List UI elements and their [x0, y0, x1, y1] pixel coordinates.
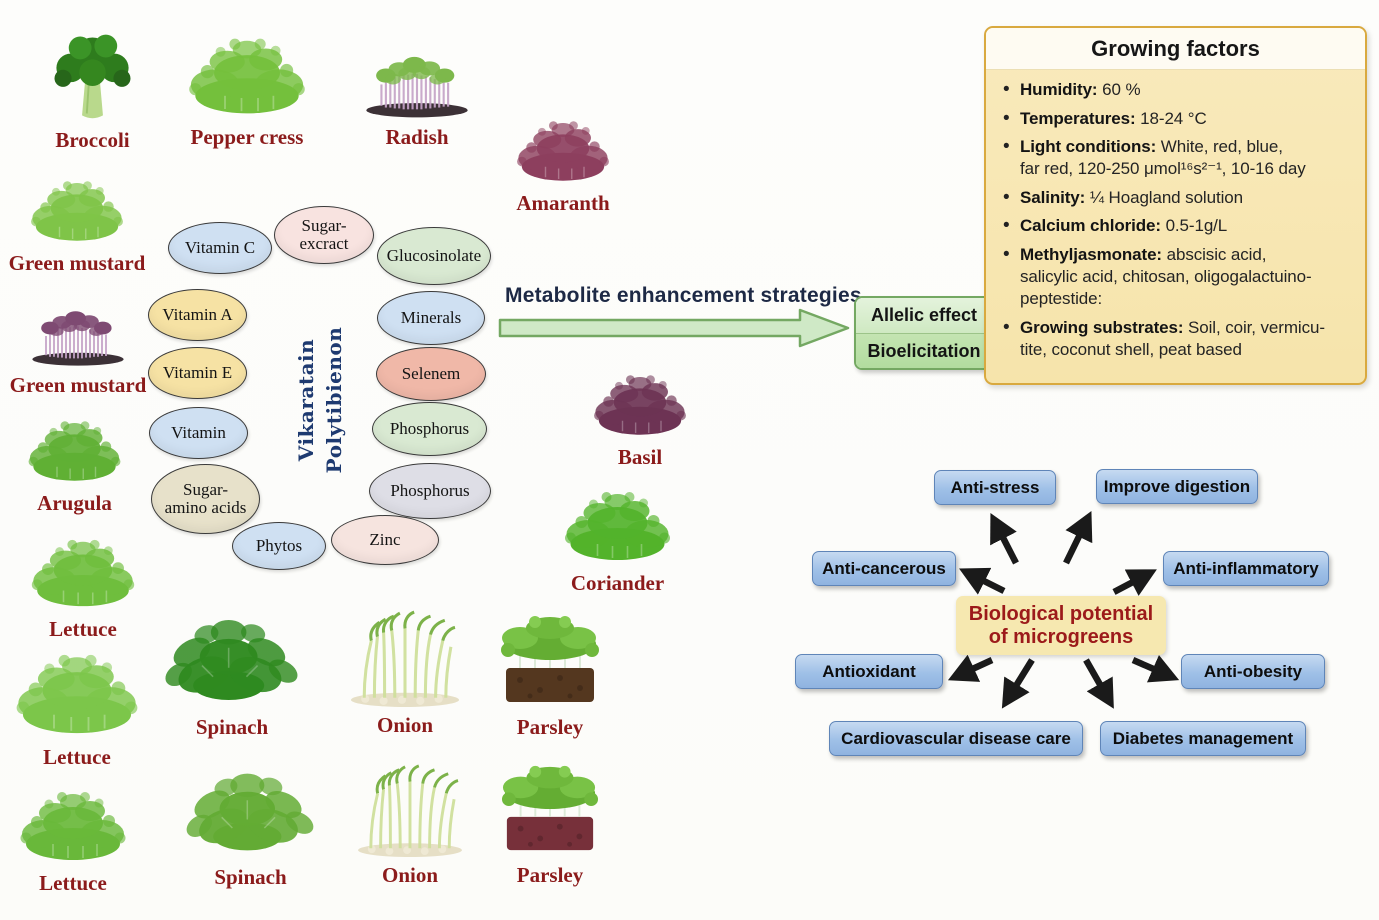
plant-onion-2: Onion — [336, 760, 484, 888]
plant-label-radish: Radish — [385, 125, 449, 149]
nutrient-oval-zinc: Zinc — [331, 515, 439, 565]
plant-label-arugula: Arugula — [37, 491, 112, 515]
plant-radish: Radish — [348, 40, 486, 150]
vertical-label-1: Vikaratain — [294, 338, 318, 462]
plant-parsley-2: Parsley — [476, 760, 624, 888]
strategy-title: Metabolite enhancement strategies — [505, 284, 862, 307]
allelic-effect-cell: Allelic effect — [856, 298, 992, 333]
parsley-plant-image — [480, 610, 620, 710]
plant-spinach-2: Spinach — [168, 764, 333, 890]
plant-label-green-mustard-1: Green mustard — [8, 251, 146, 275]
growing-factor-calcium-chloride: Calcium chloride: 0.5-1g/L — [998, 214, 1357, 239]
bioelicitation-cell: Bioelicitation — [856, 333, 992, 368]
nutrient-oval-vitamin: Vitamin — [149, 407, 248, 459]
growing-factor-substrates: Growing substrates: Soil, coir, vermicu-… — [998, 316, 1357, 361]
onion-plant-image — [336, 760, 484, 858]
nutrient-oval-phosphorus-1: Phosphorus — [372, 402, 487, 456]
plant-label-onion-1: Onion — [376, 713, 434, 737]
plant-label-parsley-1: Parsley — [516, 715, 584, 739]
growing-factor-humidity: Humidity: 60 % — [998, 78, 1357, 103]
spinach-plant-image — [158, 610, 306, 710]
plant-label-broccoli: Broccoli — [55, 128, 130, 152]
nutrient-oval-vitamin-e: Vitamin E — [148, 347, 247, 399]
green-mustard-purple-plant-image — [8, 296, 148, 368]
nutrient-oval-sugar-excract: Sugar- excract — [274, 206, 374, 264]
plant-lettuce-2: Lettuce — [8, 648, 146, 770]
nutrient-oval-selenem: Selenem — [376, 347, 486, 401]
nutrient-oval-sugar-amino-acids: Sugar- amino acids — [151, 464, 260, 534]
arugula-plant-image — [2, 416, 147, 486]
amaranth-plant-image — [488, 116, 638, 186]
bio-box-diabetes-management: Diabetes management — [1100, 721, 1306, 756]
plant-amaranth: Amaranth — [488, 116, 638, 216]
plant-spinach-1: Spinach — [158, 610, 306, 740]
nutrient-oval-glucosinolate: Glucosinolate — [377, 227, 491, 285]
plant-label-coriander: Coriander — [570, 571, 665, 595]
plant-onion-1: Onion — [326, 606, 484, 738]
bio-box-anti-obesity: Anti-obesity — [1181, 654, 1325, 689]
green-mustard-plant-image — [8, 176, 146, 246]
spinach-plant-image — [168, 764, 333, 860]
plant-label-pepper-cress: Pepper cress — [190, 125, 304, 149]
bio-box-antioxidant: Antioxidant — [795, 654, 943, 689]
parsley-plant-image — [476, 760, 624, 858]
onion-plant-image — [326, 606, 484, 708]
nutrient-oval-vitamin-c: Vitamin C — [168, 222, 272, 274]
plant-basil: Basil — [570, 370, 710, 470]
plant-label-green-mustard-2: Green mustard — [9, 373, 147, 397]
growing-factor-salinity: Salinity: ¼ Hoagland solution — [998, 186, 1357, 211]
plant-broccoli: Broccoli — [30, 28, 155, 153]
plant-green-mustard-1: Green mustard — [8, 176, 146, 276]
basil-plant-image — [570, 370, 710, 440]
plant-coriander: Coriander — [540, 486, 695, 596]
bio-box-cardiovascular-disease-care: Cardiovascular disease care — [829, 721, 1083, 756]
bio-box-improve-digestion: Improve digestion — [1096, 469, 1258, 504]
plant-label-lettuce-1: Lettuce — [49, 617, 117, 641]
pepper-cress-plant-image — [158, 32, 336, 120]
plant-label-onion-2: Onion — [381, 863, 439, 887]
radish-plant-image — [348, 40, 486, 120]
nutrient-oval-phytos: Phytos — [232, 522, 326, 570]
plant-pepper-cress: Pepper cress — [158, 32, 336, 150]
bio-box-anti-cancerous: Anti-cancerous — [812, 551, 956, 586]
plant-label-amaranth: Amaranth — [516, 191, 610, 215]
metabolite-arrow — [498, 308, 850, 348]
plant-label-spinach-2: Spinach — [214, 865, 287, 889]
nutrient-oval-minerals: Minerals — [377, 291, 485, 345]
plant-lettuce-1: Lettuce — [18, 534, 148, 642]
growing-factor-methyljasmonate: Methyljasmonate: abscisic acid, salicyli… — [998, 243, 1357, 310]
lettuce-plant-image — [18, 534, 148, 612]
plant-label-parsley-2: Parsley — [516, 863, 584, 887]
growing-factors-title: Growing factors — [1091, 35, 1260, 61]
plant-arugula: Arugula — [2, 416, 147, 516]
growing-factors-panel: Growing factors Humidity: 60 % Temperatu… — [984, 26, 1367, 385]
bio-box-anti-stress: Anti-stress — [934, 470, 1056, 505]
coriander-plant-image — [540, 486, 695, 566]
growing-factor-temperatures: Temperatures: 18-24 °C — [998, 107, 1357, 132]
growing-factors-list: Humidity: 60 % Temperatures: 18-24 °C Li… — [986, 70, 1365, 374]
plant-parsley-1: Parsley — [480, 610, 620, 740]
nutrient-oval-vitamin-a: Vitamin A — [148, 289, 247, 341]
plant-label-spinach-1: Spinach — [195, 715, 269, 739]
vertical-label-2: Polytibienon — [322, 326, 346, 474]
plant-label-basil: Basil — [617, 445, 663, 469]
plant-label-lettuce-2: Lettuce — [43, 745, 111, 769]
plant-green-mustard-2: Green mustard — [8, 296, 148, 398]
growing-factor-light-conditions: Light conditions: White, red, blue, far … — [998, 135, 1357, 180]
lettuce-plant-image — [2, 786, 144, 866]
nutrient-oval-phosphorus-2: Phosphorus — [369, 463, 491, 519]
bio-center-box: Biological potential of microgreens — [956, 596, 1166, 655]
bio-box-anti-inflammatory: Anti-inflammatory — [1163, 551, 1329, 586]
plant-label-lettuce-3: Lettuce — [39, 871, 107, 895]
growing-factors-header: Growing factors — [986, 28, 1365, 70]
broccoli-plant-image — [30, 28, 155, 123]
plant-lettuce-3: Lettuce — [2, 786, 144, 896]
bio-center-line1: Biological potential — [968, 602, 1154, 625]
lettuce-plant-image — [8, 648, 146, 740]
strategy-result-box: Allelic effect Bioelicitation — [854, 296, 994, 370]
bio-center-line2: of microgreens — [988, 625, 1134, 648]
